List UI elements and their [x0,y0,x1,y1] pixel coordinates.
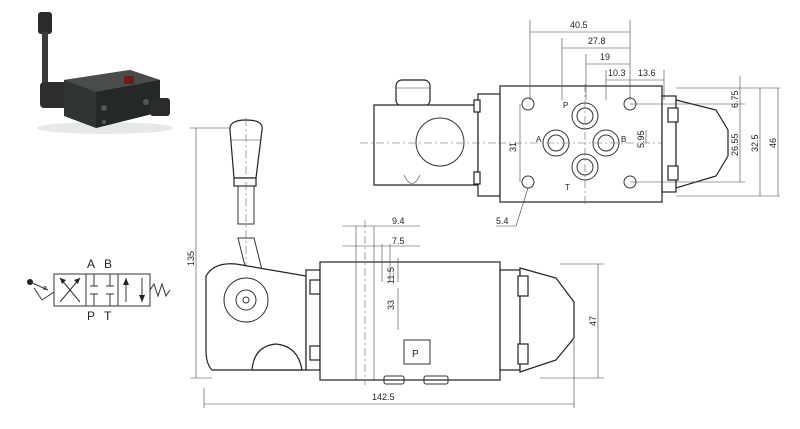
dim-46: 46 [768,138,778,148]
port-label-a: A [536,135,542,144]
symbol-label-a: A [87,257,95,271]
dim-7-5: 7.5 [392,236,405,246]
dim-33: 33 [386,300,396,310]
symbol-lever-label: a [43,285,47,292]
hydraulic-symbol: A B P T a [27,257,171,323]
dim-10-3: 10.3 [608,68,626,78]
product-photo [37,12,173,134]
symbol-label-t: T [104,309,112,323]
port-label-p: P [563,101,568,110]
dim-47: 47 [588,316,598,326]
dim-40-5: 40.5 [570,20,588,30]
dim-11-5: 11.5 [386,267,396,284]
dim-31: 31 [508,142,518,152]
symbol-label-b: B [104,257,112,271]
port-label-t: T [565,183,570,192]
dim-9-4: 9.4 [392,216,405,226]
dim-5-4: 5.4 [496,216,509,226]
dim-32-5: 32.5 [750,134,760,152]
dim-142-5: 142.5 [372,392,395,402]
symbol-label-p: P [87,309,95,323]
dim-19: 19 [600,52,610,62]
side-view: P 9.4 7.5 11.5 33 135 47 142.5 [186,118,604,408]
top-view: P A B T 40.5 27.8 19 10.3 13.6 6.75 26.5… [360,20,780,227]
dim-27-8: 27.8 [588,36,606,46]
dim-135: 135 [186,251,196,266]
port-label-b: B [621,135,626,144]
dim-6-75: 6.75 [730,90,740,108]
plate-label-p: P [412,349,419,360]
dim-13-6: 13.6 [638,68,656,78]
dim-5-95: 5.95 [636,130,646,148]
dim-26-55: 26.55 [730,133,740,156]
